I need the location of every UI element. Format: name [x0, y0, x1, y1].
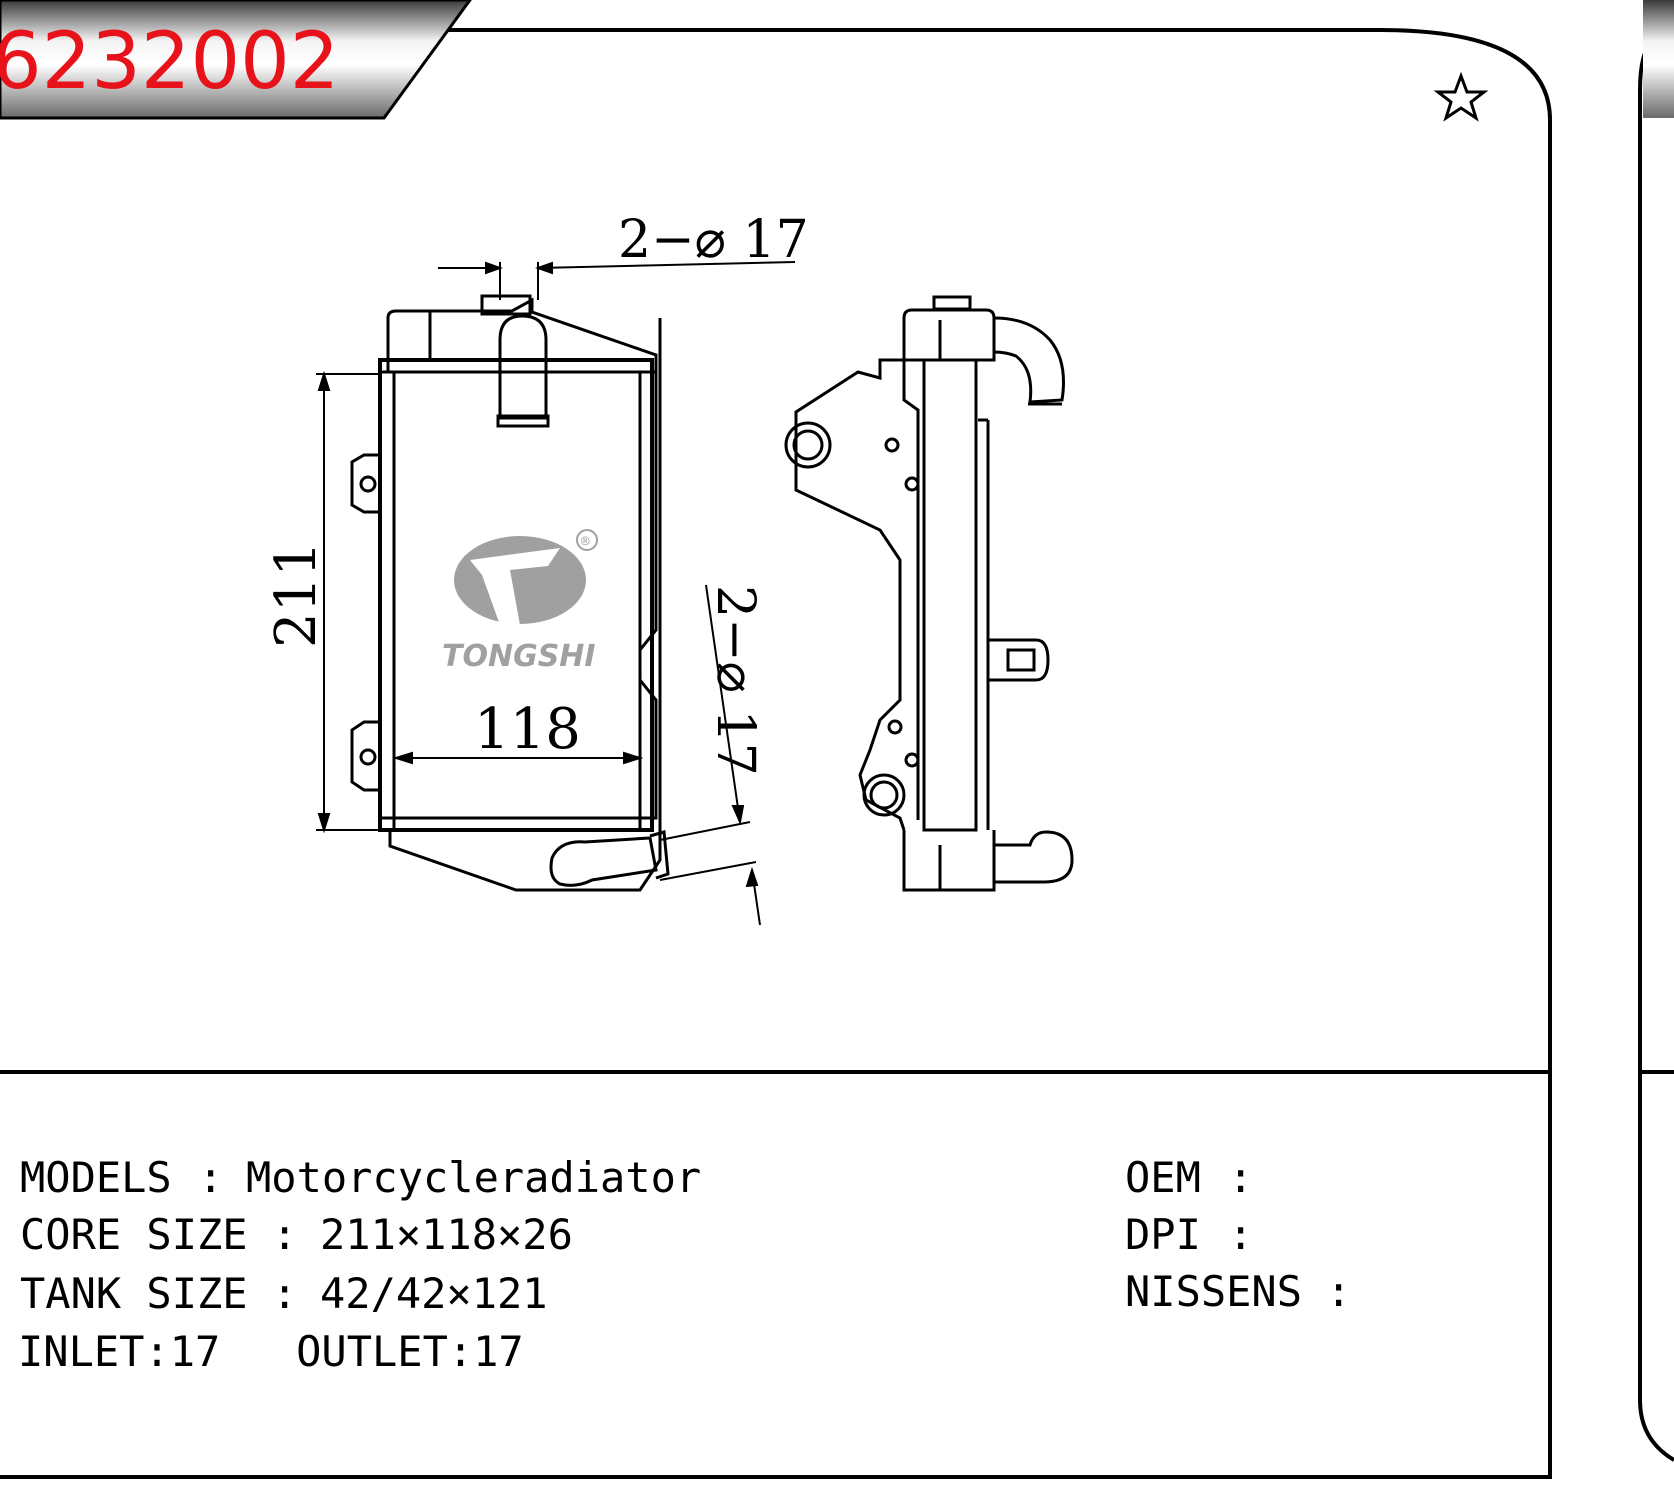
dpi-sep: : — [1228, 1210, 1253, 1259]
tank-size-sep: : — [272, 1269, 297, 1318]
oem-sep: : — [1228, 1153, 1253, 1202]
card-frame — [0, 28, 1552, 1479]
models-sep: : — [198, 1153, 223, 1202]
part-number: 6232002 — [0, 17, 339, 107]
radiator-front-view — [350, 294, 670, 892]
inlet-diameter-dim: 2−⌀ 17 — [618, 210, 809, 270]
models-value: Motorcycleradiator — [246, 1153, 701, 1202]
radiator-side-view — [784, 295, 1074, 892]
models-label: MODELS — [20, 1153, 172, 1202]
specs-left: MODELS : Motorcycleradiator CORE SIZE : … — [18, 1153, 701, 1376]
tongshi-logo: ® TONGSHI — [442, 529, 598, 674]
logo-brand: TONGSHI — [442, 639, 596, 674]
core-size-label: CORE SIZE — [20, 1210, 248, 1259]
inlet-outlet: INLET:17 OUTLET:17 — [18, 1327, 524, 1376]
core-size-sep: : — [272, 1210, 297, 1259]
part-number-tag: 6232002 — [0, 0, 472, 120]
tank-size-label: TANK SIZE — [20, 1269, 248, 1318]
front-dimensions — [316, 261, 796, 926]
core-height-dim: 211 — [264, 541, 329, 648]
logo-registered: ® — [581, 534, 590, 550]
logo-mark-icon — [454, 536, 586, 624]
core-width-dim: 118 — [474, 697, 581, 762]
core-size-value: 211×118×26 — [320, 1210, 573, 1259]
tank-size-value: 42/42×121 — [320, 1269, 548, 1318]
nissens-label: NISSENS — [1125, 1267, 1302, 1316]
nissens-sep: : — [1326, 1267, 1351, 1316]
dpi-label: DPI — [1125, 1210, 1201, 1259]
specs-right: OEM : DPI : NISSENS : — [1125, 1153, 1351, 1316]
oem-label: OEM — [1125, 1153, 1201, 1202]
registered-mark-icon — [576, 529, 598, 551]
adjacent-card-edge — [1638, 0, 1674, 1462]
star-outline-icon[interactable] — [1433, 71, 1489, 122]
outlet-diameter-dim: 2−⌀ 17 — [705, 585, 765, 776]
